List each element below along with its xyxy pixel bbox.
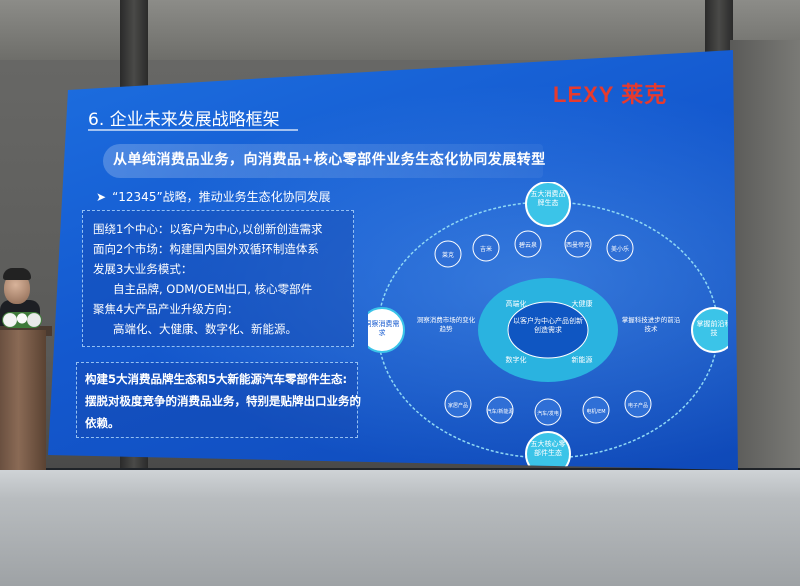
top-node-text-wrap: 五大消费品牌生态 [530, 190, 566, 207]
ring-label: 高端化 [506, 299, 527, 308]
strategy-box: 围绕1个中心：以客户为中心,以创新创造需求 面向2个市场：构建国内国外双循环制造… [82, 210, 354, 347]
ecosystem-line: 摆脱对极度竞争的消费品业务，特别是贴牌出口业务的 [85, 394, 361, 408]
left-node-text-wrap: 洞察消费需求 [368, 320, 400, 337]
right-text: 掌握科技进步的前沿技术 [621, 316, 681, 333]
brand-circle [472, 234, 500, 262]
item-circle [624, 390, 652, 418]
left-text: 洞察消费市场的变化趋势 [416, 316, 476, 333]
item-label: 电子产品 [628, 402, 648, 409]
strategy-diagram: 莱克 吉米 碧云泉 西曼帝克 美小乐 家居产品 汽车/新能源 汽车/发电 电机/… [368, 182, 729, 470]
lexy-logo: LEXY 莱克 [553, 77, 667, 109]
strategy-line: 围绕1个中心：以客户为中心,以创新创造需求 [93, 222, 323, 236]
headline-banner [103, 144, 543, 178]
center-text-wrap: 以客户为中心产品创新创造需求 [513, 317, 583, 334]
ring-label: 新能源 [572, 355, 593, 364]
brand-circle [514, 230, 542, 258]
left-node-text: 洞察消费需求 [368, 320, 400, 337]
arrow-icon: ➤ [96, 190, 107, 204]
bottom-item-group: 家居产品 汽车/新能源 汽车/发电 电机/EM 电子产品 [444, 390, 652, 426]
bottom-node-text: 五大核心零部件生态 [530, 440, 566, 457]
wall-panel [730, 40, 800, 470]
strategy-line: 发展3大业务模式： [93, 262, 193, 276]
right-node-text-wrap: 掌握前沿科技 [696, 320, 729, 337]
item-label: 家居产品 [448, 402, 468, 409]
right-text-wrap: 掌握科技进步的前沿技术 [621, 316, 681, 333]
ring-label: 数字化 [506, 355, 527, 364]
strategy-line: 聚焦4大产品产业升级方向： [93, 302, 239, 316]
left-text-wrap: 洞察消费市场的变化趋势 [416, 316, 476, 333]
strategy-line: 高端化、大健康、数字化、新能源。 [113, 322, 297, 336]
bottom-node [525, 431, 571, 470]
item-label: 电机/EM [586, 408, 605, 415]
top-node-text: 五大消费品牌生态 [530, 190, 566, 207]
strategy-line: 面向2个市场：构建国内国外双循环制造体系 [93, 242, 319, 256]
podium [0, 330, 46, 470]
bullet-text: “12345”战略，推动业务生态化协同发展 [112, 190, 331, 204]
left-node [368, 307, 405, 353]
center-core [507, 301, 589, 359]
logo-latin: LEXY [553, 82, 615, 107]
item-circle [486, 396, 514, 424]
led-screen: LEXY 莱克 6. 企业未来发展战略框架 从单纯消费品业务，向消费品+核心零部… [48, 50, 738, 470]
brand-label: 美小乐 [611, 245, 629, 253]
brand-label: 莱克 [442, 251, 454, 259]
brand-label: 碧云泉 [519, 241, 537, 249]
item-label: 汽车/发电 [537, 410, 559, 417]
strategy-line: 自主品牌, ODM/OEM出口, 核心零部件 [113, 282, 313, 296]
brand-label: 西曼帝克 [566, 241, 590, 249]
item-circle [444, 390, 472, 418]
ecosystem-box: 构建5大消费品牌生态和5大新能源汽车零部件生态: 摆脱对极度竞争的消费品业务，特… [76, 362, 361, 438]
top-brand-group: 莱克 吉米 碧云泉 西曼帝克 美小乐 [434, 230, 634, 268]
top-node [525, 182, 571, 227]
slide-title: 6. 企业未来发展战略框架 [88, 110, 280, 130]
ecosystem-line: 构建5大消费品牌生态和5大新能源汽车零部件生态: [85, 372, 348, 386]
strategy-bullet: ➤ “12345”战略，推动业务生态化协同发展 [96, 188, 331, 205]
slide-headline: 从单纯消费品业务，向消费品+核心零部件业务生态化协同发展转型 [113, 152, 546, 168]
item-circle [582, 396, 610, 424]
ring-label: 大健康 [572, 299, 593, 308]
right-node-text: 掌握前沿科技 [696, 320, 729, 337]
right-node [691, 307, 728, 353]
bottom-node-text-wrap: 五大核心零部件生态 [530, 440, 566, 457]
item-label: 汽车/新能源 [487, 408, 514, 415]
brand-label: 吉米 [480, 245, 492, 253]
stage-floor [0, 470, 800, 586]
title-underline [88, 129, 298, 131]
flower-arrangement [2, 312, 42, 328]
brand-circle [434, 240, 462, 268]
logo-cn: 莱克 [621, 82, 668, 107]
speaker-hair [3, 268, 31, 280]
ecosystem-line: 依赖。 [85, 416, 120, 430]
center-text: 以客户为中心产品创新创造需求 [513, 317, 583, 334]
brand-circle [564, 230, 592, 258]
brand-circle [606, 234, 634, 262]
item-circle [534, 398, 562, 426]
